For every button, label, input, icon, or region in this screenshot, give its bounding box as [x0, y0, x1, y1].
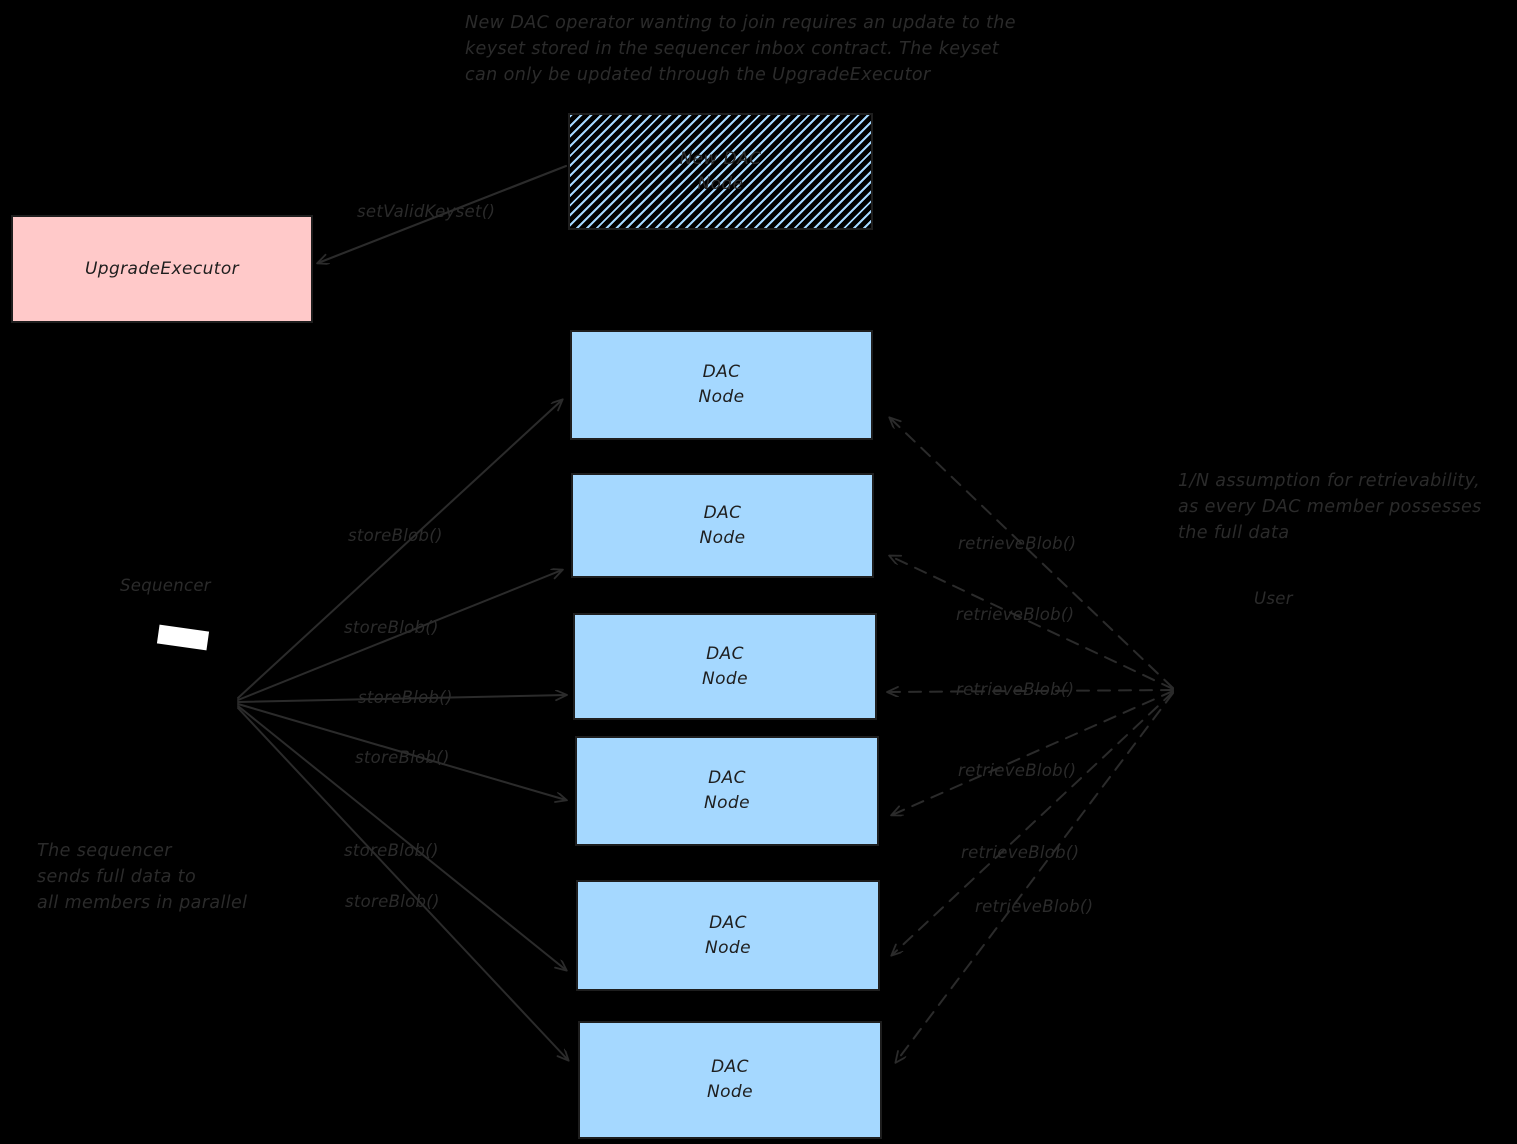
new-dac-node-label-line1: New DAC: [679, 148, 762, 169]
dac-node-label-line2: Node: [707, 1082, 753, 1102]
edge-label-retrieve-blob-1: retrieveBlob(): [958, 534, 1077, 553]
retrievability-note: 1/N assumption for retrievability, as ev…: [1178, 471, 1482, 543]
upgrade-executor-label: UpgradeExecutor: [84, 259, 240, 279]
edge-label-store-blob-5: storeBlob(): [344, 841, 439, 860]
edge-label-set-valid-keyset: setValidKeyset(): [357, 202, 496, 221]
dac-node-box-2[interactable]: DAC Node: [571, 473, 874, 578]
user-label: User: [1254, 589, 1293, 608]
new-dac-node-box[interactable]: New DAC Node: [568, 113, 873, 230]
sequencer-label: Sequencer: [120, 576, 211, 595]
dac-node-label-line1: DAC: [709, 912, 747, 933]
edge-label-store-blob-4: storeBlob(): [355, 748, 450, 767]
dac-node-label-line2: Node: [702, 668, 748, 689]
sequencer-icon: [156, 624, 210, 651]
edge-label-retrieve-blob-3: retrieveBlob(): [956, 680, 1075, 699]
keyset-update-note: New DAC operator wanting to join require…: [465, 13, 1016, 85]
dac-node-label-line1: DAC: [708, 768, 746, 788]
dac-node-box-6[interactable]: DAC Node: [578, 1021, 882, 1139]
new-dac-node-label-line2: Node: [697, 173, 744, 194]
dac-node-label-line2: Node: [705, 937, 751, 958]
dac-node-box-4[interactable]: DAC Node: [575, 736, 879, 846]
edge-label-retrieve-blob-6: retrieveBlob(): [975, 897, 1094, 916]
dac-node-box-5[interactable]: DAC Node: [576, 880, 880, 991]
dac-node-box-3[interactable]: DAC Node: [573, 613, 877, 720]
edge-store-blob-group: [237, 400, 568, 1060]
dac-node-label-line2: Node: [704, 793, 750, 813]
edge-label-retrieve-blob-5: retrieveBlob(): [961, 843, 1080, 862]
edge-label-store-blob-1: storeBlob(): [348, 526, 443, 545]
edge-label-store-blob-3: storeBlob(): [358, 688, 453, 707]
dac-node-label-line1: DAC: [711, 1057, 749, 1077]
dac-node-label-line1: DAC: [703, 502, 742, 523]
edge-label-store-blob-2: storeBlob(): [344, 618, 439, 637]
dac-node-box-1[interactable]: DAC Node: [570, 330, 873, 440]
edge-label-retrieve-blob-4: retrieveBlob(): [958, 761, 1077, 780]
dac-node-label-line2: Node: [698, 387, 745, 407]
edge-retrieve-blob-group: [888, 418, 1174, 1062]
edge-label-store-blob-6: storeBlob(): [345, 892, 440, 911]
dac-node-label-line1: DAC: [706, 643, 744, 664]
upgrade-executor-box[interactable]: UpgradeExecutor: [11, 215, 313, 323]
sequencer-parallel-note: The sequencer sends full data to all mem…: [37, 841, 248, 913]
dac-node-label-line1: DAC: [702, 362, 741, 382]
dac-node-label-line2: Node: [699, 527, 746, 548]
edge-label-retrieve-blob-2: retrieveBlob(): [956, 605, 1075, 624]
